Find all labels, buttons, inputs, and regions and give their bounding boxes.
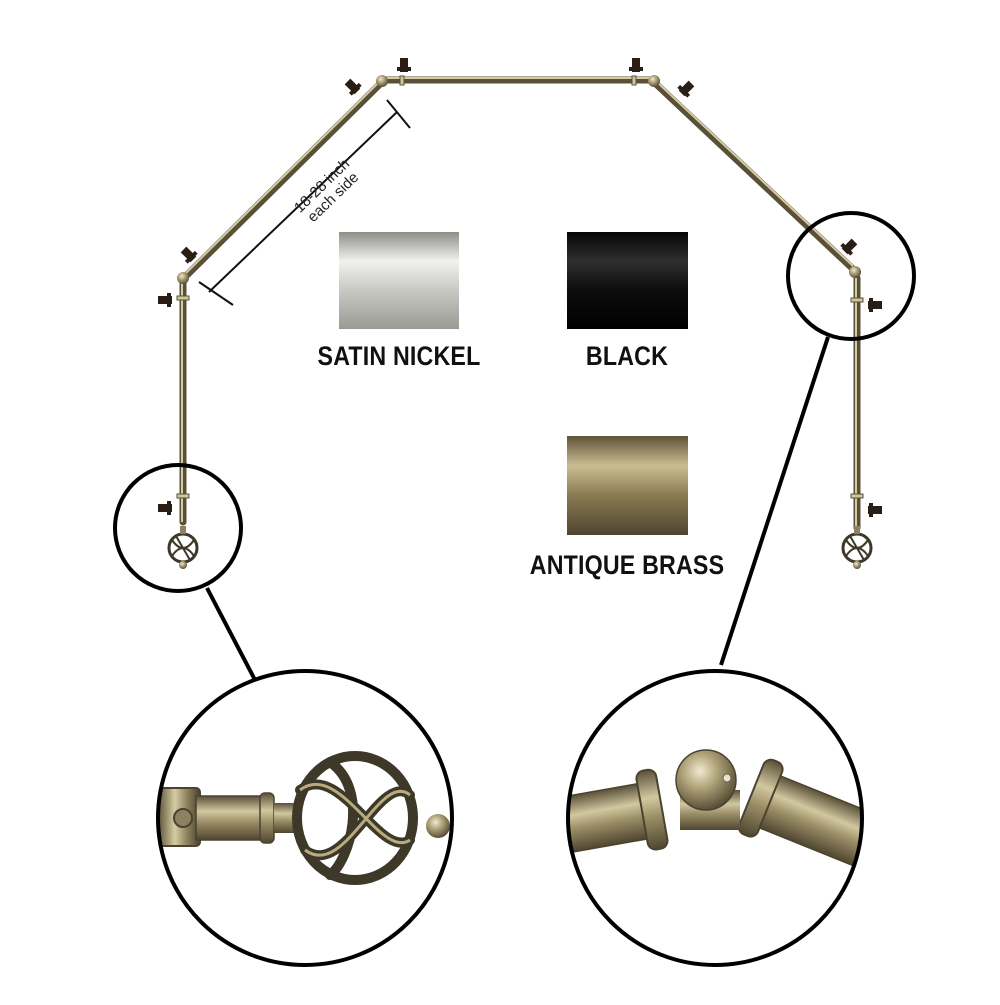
zoom-circle-right [566,669,864,967]
finish-label-antique-brass: ANTIQUE BRASS [529,550,725,580]
zoom-joint-detail [568,671,862,965]
callout-small-left [113,463,243,593]
swatch-black [567,232,688,329]
finish-label-satin-nickel: SATIN NICKEL [317,341,481,371]
callout-leader-right [719,336,830,666]
cage-finial-icon [841,526,873,569]
rod-segment-left-diagonal [183,80,384,279]
elbow-joint-icon [376,75,388,87]
swatch-satin-nickel [339,232,459,329]
rod-segment-right-diagonal [652,80,856,272]
wall-bracket-icons [158,58,882,517]
finish-label-black: BLACK [585,341,669,371]
swatch-antique-brass [567,436,688,535]
zoom-circle-left [156,669,454,967]
curtain-rod [158,58,882,569]
elbow-joint-icon [177,272,189,284]
dimension-marker [198,99,411,306]
elbow-joint-icon [849,266,861,278]
callout-small-right [786,211,916,341]
zoom-finial-detail [158,671,452,965]
cage-finial-icon [167,526,199,569]
callout-leader-left [205,587,257,681]
elbow-joint-icon [648,75,660,87]
